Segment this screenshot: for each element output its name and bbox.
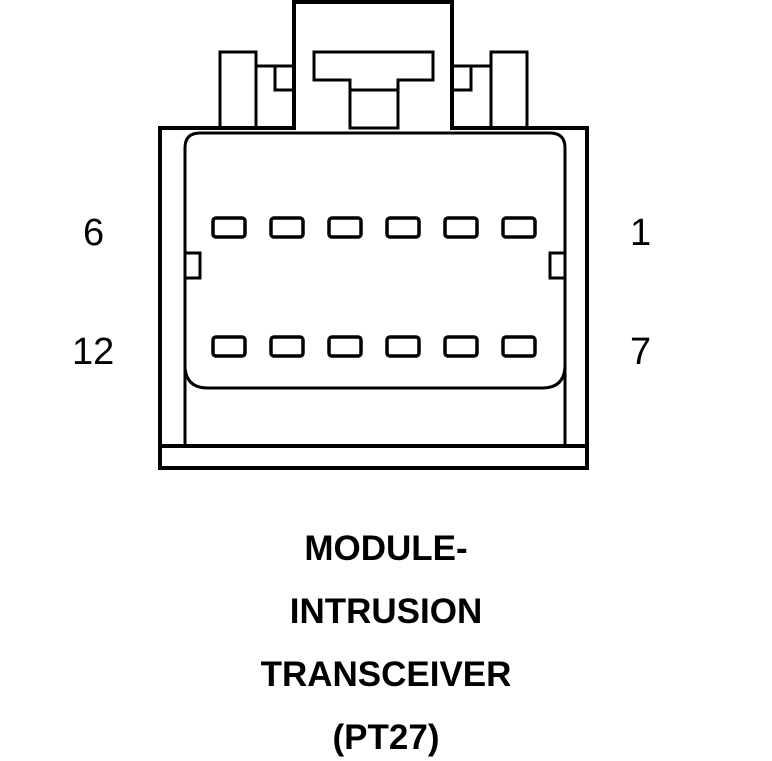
- connector-housing: [158, 0, 589, 470]
- pin-cavity-7: [501, 335, 537, 358]
- connector-diagram: [158, 0, 589, 470]
- left-latch-block: [273, 64, 296, 92]
- left-polarizing-notch: [183, 251, 202, 280]
- pin-cavity-10: [327, 335, 363, 358]
- pin-label-6: 6: [83, 212, 105, 254]
- caption-line-3: TRANSCEIVER: [260, 655, 512, 694]
- caption-line-2: INTRUSION: [289, 592, 483, 631]
- pin-cavity-11: [269, 335, 305, 358]
- center-key-body: [348, 88, 400, 130]
- cavity-floor: [183, 364, 567, 390]
- pin-label-7: 7: [630, 331, 652, 373]
- pin-cavity-12: [211, 335, 247, 358]
- right-latch: [489, 50, 529, 128]
- caption-line-1: MODULE-: [304, 529, 468, 568]
- pin-label-12: 12: [72, 331, 115, 373]
- caption-line-4: (PT27): [332, 718, 440, 757]
- center-key-top: [312, 50, 435, 92]
- pin-cavity-1: [501, 216, 537, 239]
- pin-cavity-8: [443, 335, 479, 358]
- pin-cavity-5: [269, 216, 305, 239]
- left-latch: [218, 50, 258, 128]
- pin-cavity-4: [327, 216, 363, 239]
- pin-cavity-2: [443, 216, 479, 239]
- pin-cavity-9: [385, 335, 421, 358]
- pin-cavity-6: [211, 216, 247, 239]
- right-polarizing-notch: [548, 251, 567, 280]
- pin-cavity-3: [385, 216, 421, 239]
- right-latch-block: [450, 64, 473, 92]
- pin-label-1: 1: [630, 212, 652, 254]
- inner-cavity: [183, 131, 567, 446]
